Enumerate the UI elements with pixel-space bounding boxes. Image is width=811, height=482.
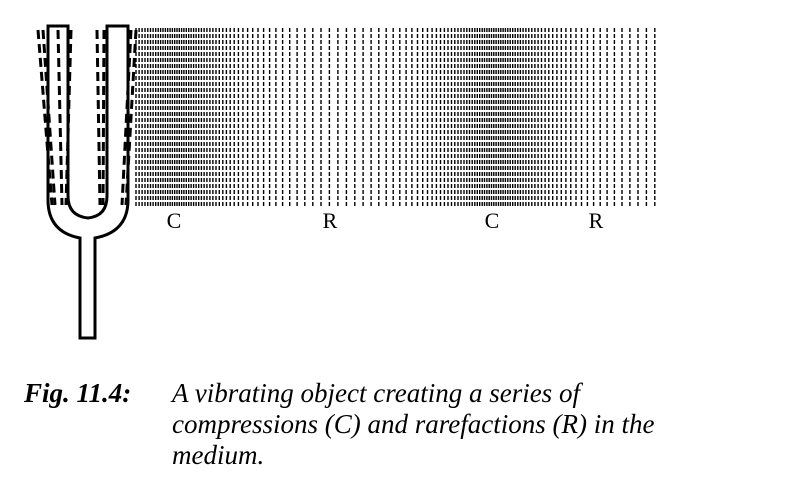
vibration-lines-left bbox=[36, 29, 73, 206]
sound-wave-diagram: C R C R bbox=[36, 24, 656, 340]
tuning-fork-outline bbox=[46, 24, 130, 340]
vibration-lines-right bbox=[95, 29, 138, 206]
rarefaction-label-1: R bbox=[323, 208, 338, 233]
tuning-fork bbox=[36, 24, 138, 340]
wave-lines bbox=[135, 28, 656, 206]
caption-text: A vibrating object creating a series of … bbox=[172, 378, 655, 470]
compression-label-1: C bbox=[167, 208, 182, 233]
rarefaction-label-2: R bbox=[589, 208, 604, 233]
figure-number: Fig. 11.4: bbox=[24, 378, 132, 408]
compression-label-2: C bbox=[485, 208, 500, 233]
